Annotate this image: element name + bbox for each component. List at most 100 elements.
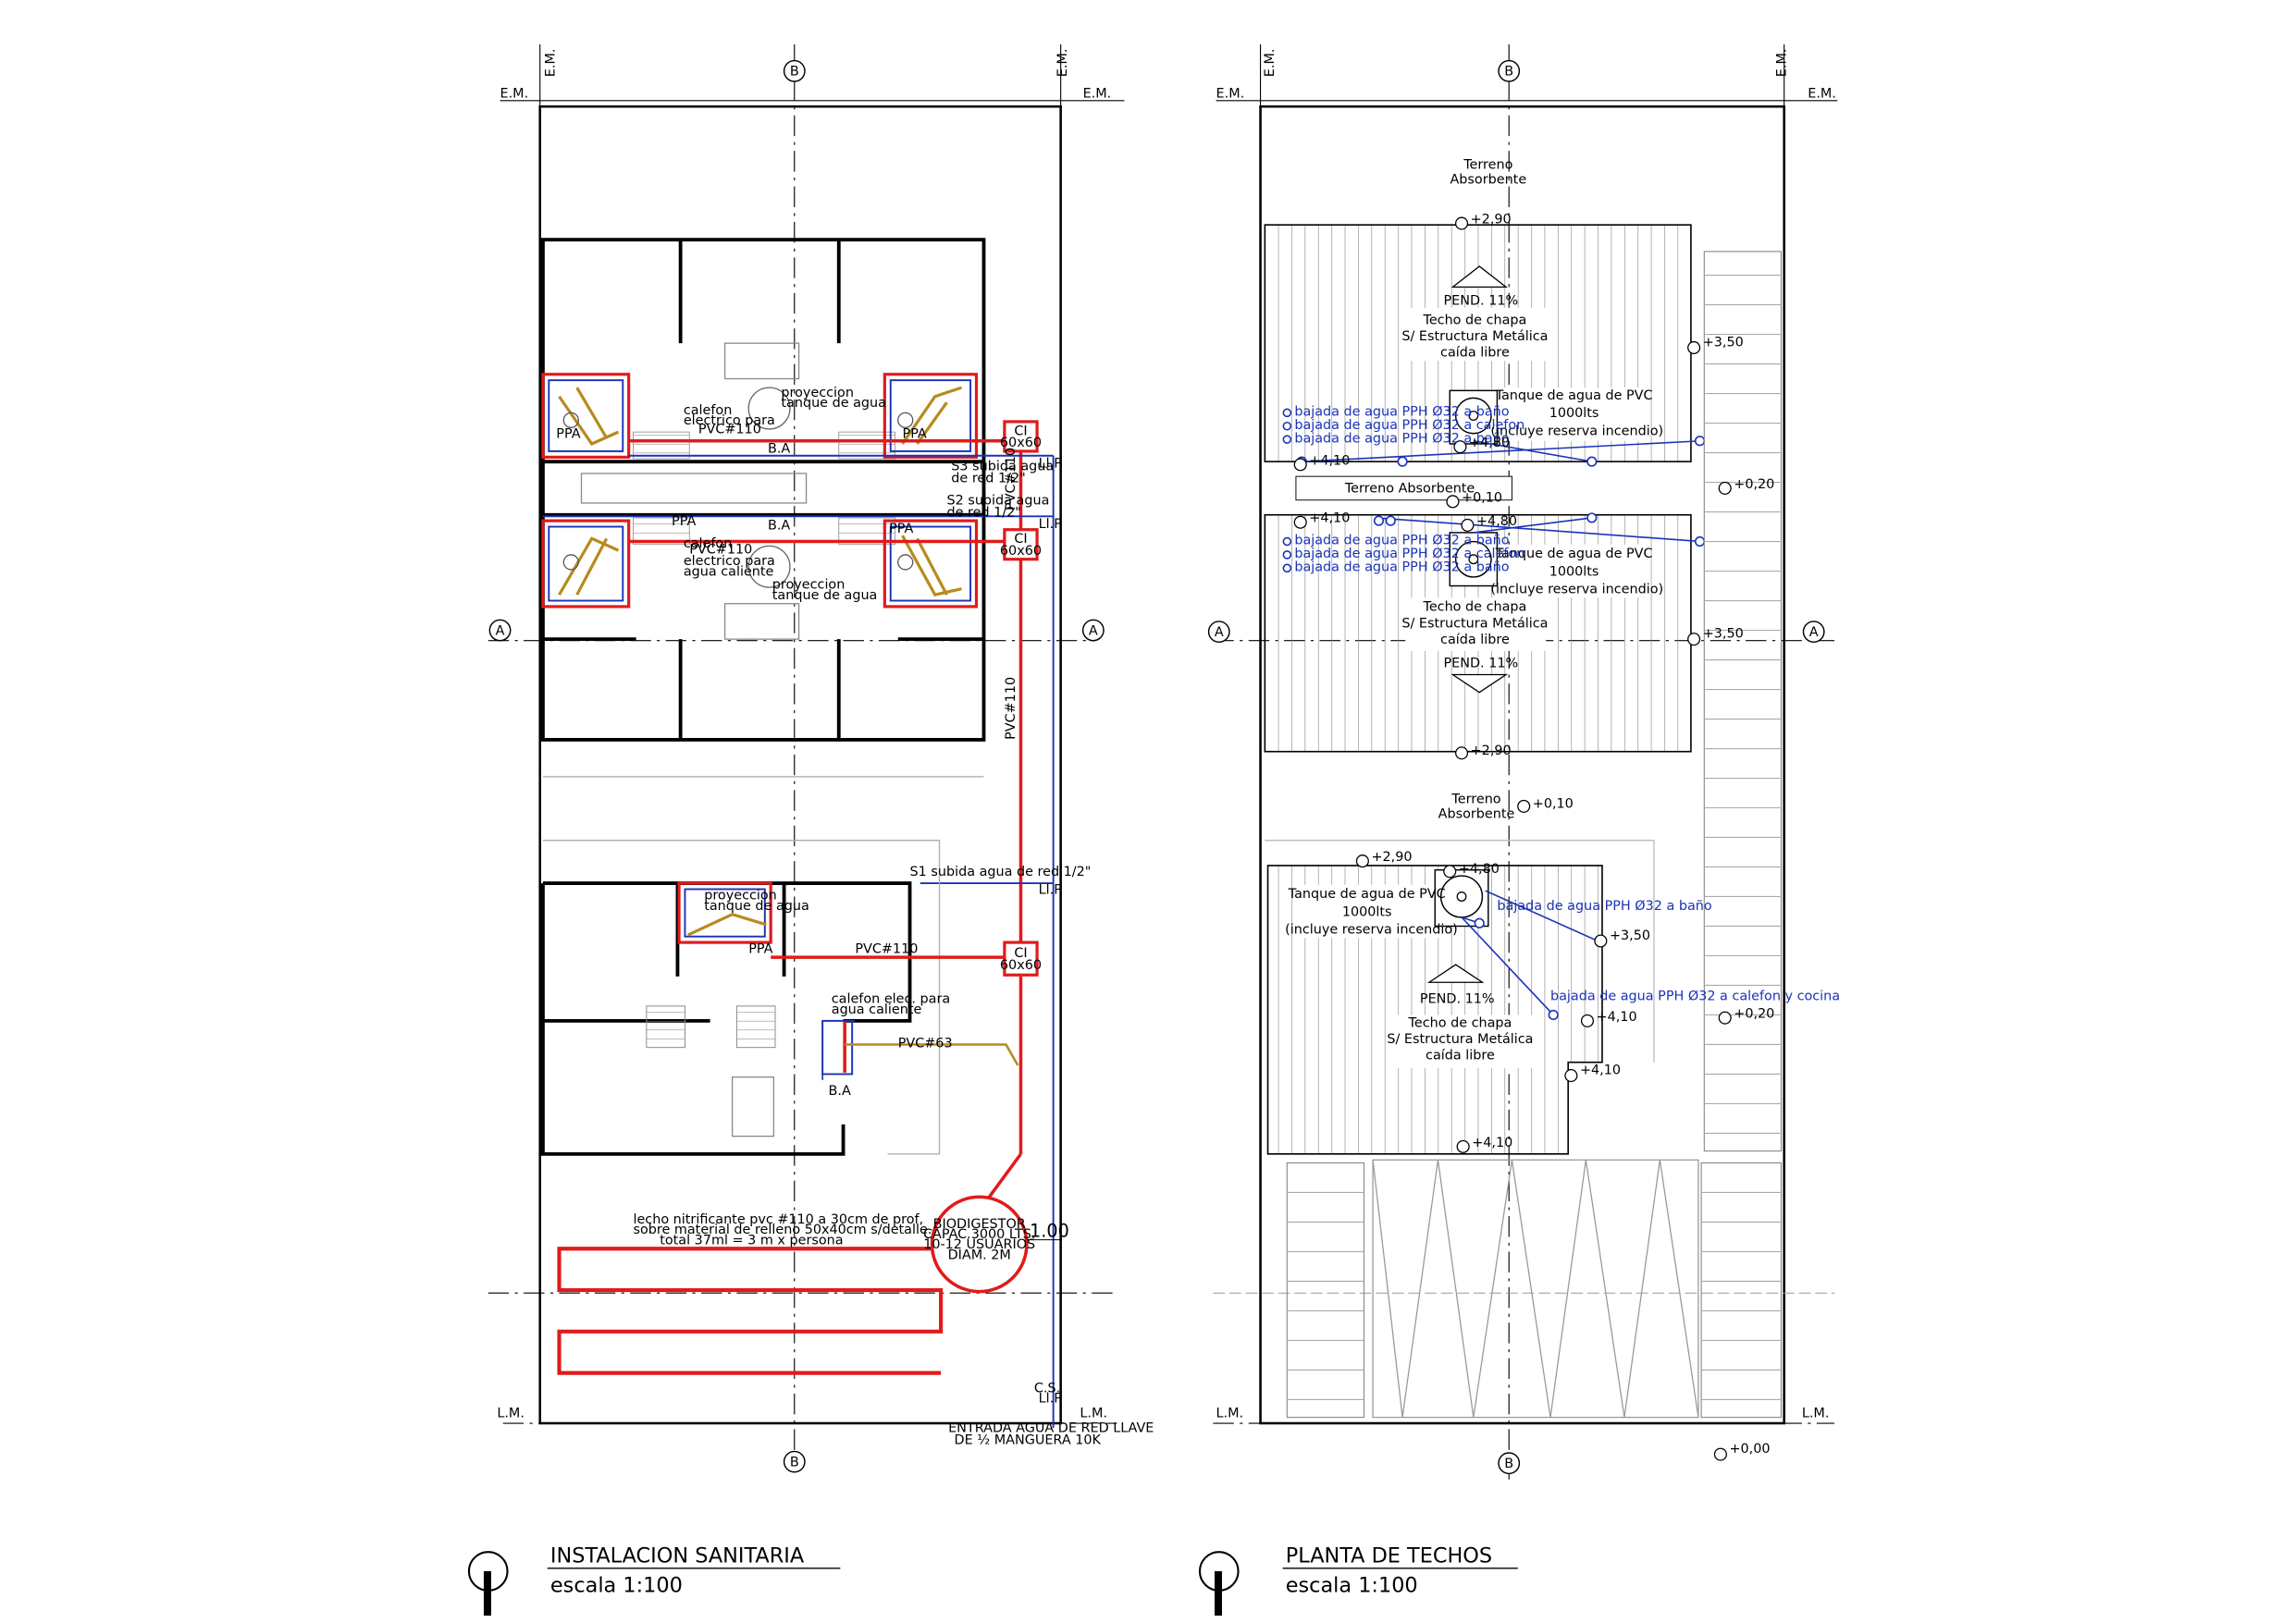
label-subida-2a: S2 subida agua (947, 494, 1050, 509)
label-pvc110-b: PVC#110 (689, 542, 752, 557)
em-label-right-top: E.M. (1083, 87, 1112, 102)
ci-box-3: CI 60x60 (1000, 941, 1042, 977)
em-label-left-top-r: E.M. (1216, 87, 1245, 102)
lvl-9: +3,50 (1703, 627, 1744, 642)
label-zanja-1: lecho nitrificante pvc #110 a 30cm de pr… (633, 1212, 923, 1227)
svg-text:60x60: 60x60 (1000, 958, 1042, 973)
bathroom-ne (883, 373, 979, 459)
kitchen-fixture (821, 1019, 854, 1076)
drain-lines-upper (628, 438, 1023, 1199)
passage-box (580, 473, 808, 504)
label-pvc110-a: PVC#110 (698, 423, 761, 437)
label-cs: C.S. (1034, 1381, 1060, 1396)
label-bio-1: BIODIGESTOR (933, 1217, 1026, 1232)
lm-label-right: L.M. (1080, 1407, 1107, 1421)
biodigestor (930, 1195, 1029, 1294)
bajada-4: bajada de agua PPH Ø32 a baño (1294, 534, 1509, 548)
axis-a-label-left-r: A (1215, 625, 1224, 640)
terreno-3a: Terreno (1450, 793, 1500, 807)
lvl-15: +4,10 (1597, 1010, 1637, 1025)
axis-b-label-bottom-r: B (1504, 1457, 1513, 1471)
kitchen-counter (731, 1076, 775, 1137)
lvl-6: +0,10 (1462, 490, 1502, 505)
label-ba-3: B.A (829, 1084, 851, 1099)
label-ba-2: B.A (768, 519, 790, 534)
techo-3b: S/ Estructura Metálica (1387, 1032, 1533, 1047)
bajada-2: bajada de agua PPH Ø32 a calefon (1294, 418, 1524, 433)
tank-projection-2 (747, 545, 791, 588)
level-markers (1293, 216, 1732, 1461)
stairs-right (1703, 251, 1783, 1152)
pend-2: PEND. 11% (1443, 657, 1518, 671)
slope-arrow-3 (1426, 964, 1485, 983)
techo-2a: Techo de chapa (1423, 600, 1527, 615)
pend-3: PEND. 11% (1420, 992, 1495, 1007)
stair-hatch-2 (838, 431, 895, 460)
title-left: INSTALACION SANITARIA (550, 1543, 805, 1568)
label-bio-2: CAPAC.3000 LTS. (923, 1227, 1035, 1242)
label-bio-3: 10-12 USUARIOS (923, 1237, 1035, 1252)
svg-text:CI: CI (1014, 946, 1027, 961)
techo-1c: caída libre (1440, 346, 1510, 361)
lvl-3: +4,10 (1309, 453, 1350, 468)
bajada-5: bajada de agua PPH Ø32 a calefon (1294, 547, 1524, 561)
terreno-1b: Absorbente (1450, 172, 1526, 187)
label-calefon-3a: calefon elec. para (832, 992, 950, 1007)
label-bio-4: DIAM. 2M (948, 1248, 1011, 1262)
svg-text:CI: CI (1014, 532, 1027, 547)
lvl-7: +4,10 (1309, 511, 1350, 526)
em-label-side-left-r: E.M. (1263, 49, 1278, 78)
label-pvc63: PVC#63 (898, 1037, 953, 1051)
label-pvc110-e: PVC#110 (855, 941, 918, 956)
axis-a-label-right: A (1089, 623, 1098, 638)
axis-a-label-left: A (496, 623, 505, 638)
label-subida-2b: de red 1/2" (947, 505, 1021, 520)
bathroom-nw (541, 373, 631, 459)
tanque-3b: 1000lts (1342, 904, 1392, 919)
water-kitchen (821, 1020, 856, 1080)
lvl-10: +2,90 (1471, 744, 1512, 758)
bajada-8: bajada de agua PPH Ø32 a calefon y cocin… (1550, 989, 1840, 1003)
svg-text:60x60: 60x60 (1000, 544, 1042, 559)
lower-building (540, 881, 912, 1156)
terreno-box (1295, 475, 1512, 501)
tank-projection-1 (747, 387, 791, 430)
label-dim-100: 1.00 (1030, 1220, 1069, 1241)
techo-1a: Techo de chapa (1423, 313, 1527, 327)
title-block-right: PLANTA DE TECHOS escala 1:100 (1198, 1543, 1518, 1617)
stair-lower-2 (735, 1005, 776, 1049)
stairs-sw (1286, 1162, 1365, 1419)
label-zanja-2: sobre material de relleno 50x40cm s/deta… (633, 1223, 932, 1237)
lm-label-left-r: L.M. (1216, 1407, 1244, 1421)
label-proy-3a: proyeccion (704, 889, 777, 904)
em-label-side-right-r: E.M. (1774, 49, 1789, 78)
upper-building (540, 238, 986, 742)
label-proy-2b: tanque de agua (772, 588, 878, 603)
axis-b-marker-top (783, 59, 806, 82)
lvl-5: +0,20 (1734, 477, 1774, 492)
text-bg-2 (1499, 387, 1650, 441)
pvc63-line (845, 1043, 1019, 1066)
label-proy-2a: proyeccion (772, 578, 846, 593)
terreno-2: Terreno Absorbente (1344, 482, 1475, 497)
water-lines-upper (542, 454, 1055, 1428)
bajada-1: bajada de agua PPH Ø32 a baño (1294, 405, 1509, 420)
axis-a-label-right-r: A (1809, 625, 1819, 640)
lvl-12: +2,90 (1371, 850, 1412, 865)
axis-a-marker-left (488, 619, 512, 642)
lvl-4: +4,80 (1469, 436, 1510, 450)
text-bg-6 (1388, 1014, 1536, 1069)
label-ppa-3: PPA (672, 514, 696, 529)
label-proy-1b: tanque de agua (781, 396, 886, 411)
lm-label-right-r: L.M. (1802, 1407, 1830, 1421)
bathroom-se (883, 519, 979, 609)
axis-b-label-top-r: B (1504, 65, 1513, 80)
tank-2 (1449, 532, 1499, 587)
label-ppa-5: PPA (748, 941, 772, 956)
axis-b-label-bottom: B (790, 1455, 799, 1469)
label-ppa-2: PPA (889, 522, 913, 536)
lvl-8: +4,80 (1476, 514, 1517, 529)
tanque-1a: Tanque de agua de PVC (1495, 388, 1653, 403)
tanque-2c: (incluye reserva incendio) (1490, 583, 1663, 597)
